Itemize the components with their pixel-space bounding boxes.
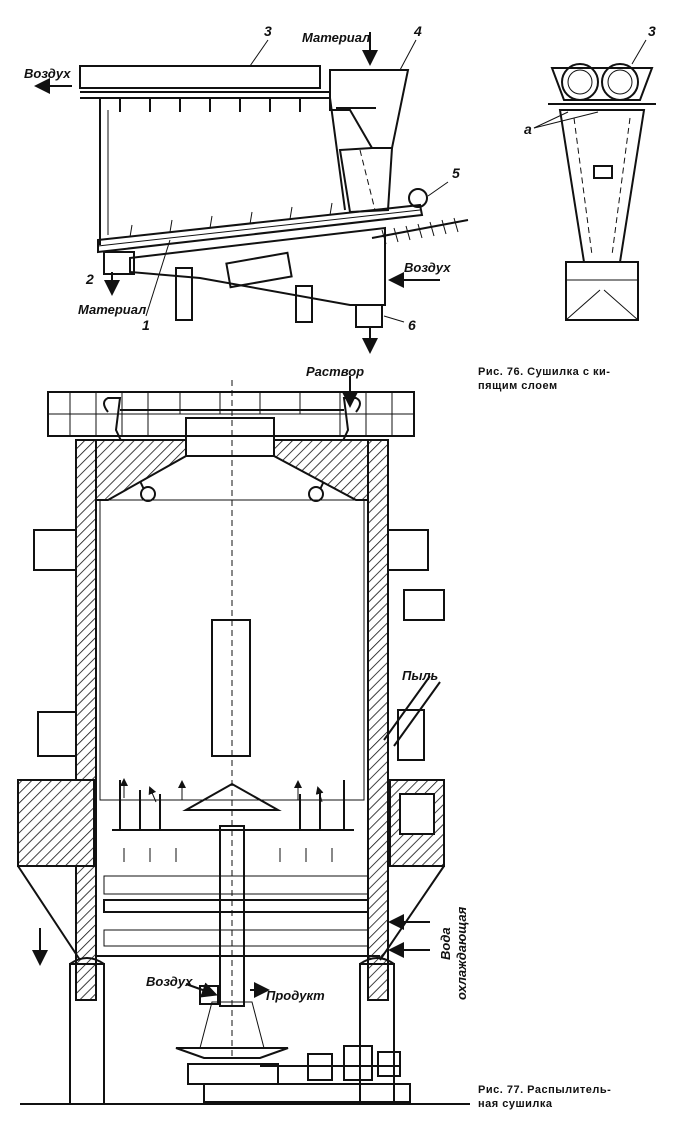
fig76-end-number-3: 3 bbox=[648, 23, 656, 39]
fig77-spray-dryer: Раствор Пыль Воздух Продукт Вода охлажда… bbox=[17, 364, 470, 1105]
fig77-label-water-1: Вода bbox=[438, 927, 453, 960]
fig76-label-material-out: Материал bbox=[78, 302, 146, 317]
fig76-number-2: 2 bbox=[85, 271, 94, 287]
collector-pipe-right bbox=[601, 63, 639, 101]
fig77-label-air: Воздух bbox=[146, 974, 193, 989]
fig76-side-view: Воздух Материал Материал Воздух 1 2 3 4 … bbox=[24, 23, 469, 354]
fig77-label-dust: Пыль bbox=[402, 668, 438, 683]
fig77-caption-line2: ная сушилка bbox=[478, 1098, 553, 1110]
fig76-end-label-a: а bbox=[524, 121, 532, 137]
fig76-label-air-in: Воздух bbox=[404, 260, 451, 275]
fig76-number-3: 3 bbox=[264, 23, 272, 39]
nozzle-right bbox=[308, 486, 324, 502]
fig76-caption: Рис. 76. Сушилка с ки- пящим слоем bbox=[478, 365, 610, 393]
fig77-label-solution: Раствор bbox=[306, 364, 364, 379]
fig76-number-6: 6 bbox=[408, 317, 416, 333]
screw-conveyor-drive bbox=[408, 188, 428, 208]
fig76-caption-line1: Рис. 76. Сушилка с ки- bbox=[478, 366, 611, 378]
inclined-grate bbox=[97, 203, 424, 254]
distributor-cone bbox=[182, 782, 282, 811]
top-air-collector bbox=[79, 65, 321, 89]
fig77-caption: Рис. 77. Распылитель- ная сушилка bbox=[478, 1083, 611, 1111]
fig76-number-4: 4 bbox=[413, 23, 422, 39]
fig77-label-water-2: охлаждающая bbox=[454, 906, 469, 1000]
central-shaft bbox=[219, 825, 245, 1007]
fig76-number-5: 5 bbox=[452, 165, 460, 181]
fig77-label-product: Продукт bbox=[266, 988, 325, 1003]
air-chamber bbox=[129, 226, 386, 306]
fig76-caption-line2: пящим слоем bbox=[478, 380, 558, 392]
right-wall bbox=[367, 439, 389, 1001]
collector-pipe-left bbox=[561, 63, 599, 101]
nozzle-left bbox=[140, 486, 156, 502]
fig76-end-view: 3 а bbox=[524, 23, 656, 321]
end-view-body bbox=[558, 109, 646, 263]
fig76-number-1: 1 bbox=[142, 317, 150, 333]
left-wall bbox=[75, 439, 97, 1001]
fig77-caption-line1: Рис. 77. Распылитель- bbox=[478, 1084, 612, 1096]
inner-cylinder bbox=[211, 619, 251, 757]
fig76-label-material-in: Материал bbox=[302, 30, 370, 45]
fig76-label-air-out: Воздух bbox=[24, 66, 71, 81]
central-duct bbox=[185, 417, 275, 457]
